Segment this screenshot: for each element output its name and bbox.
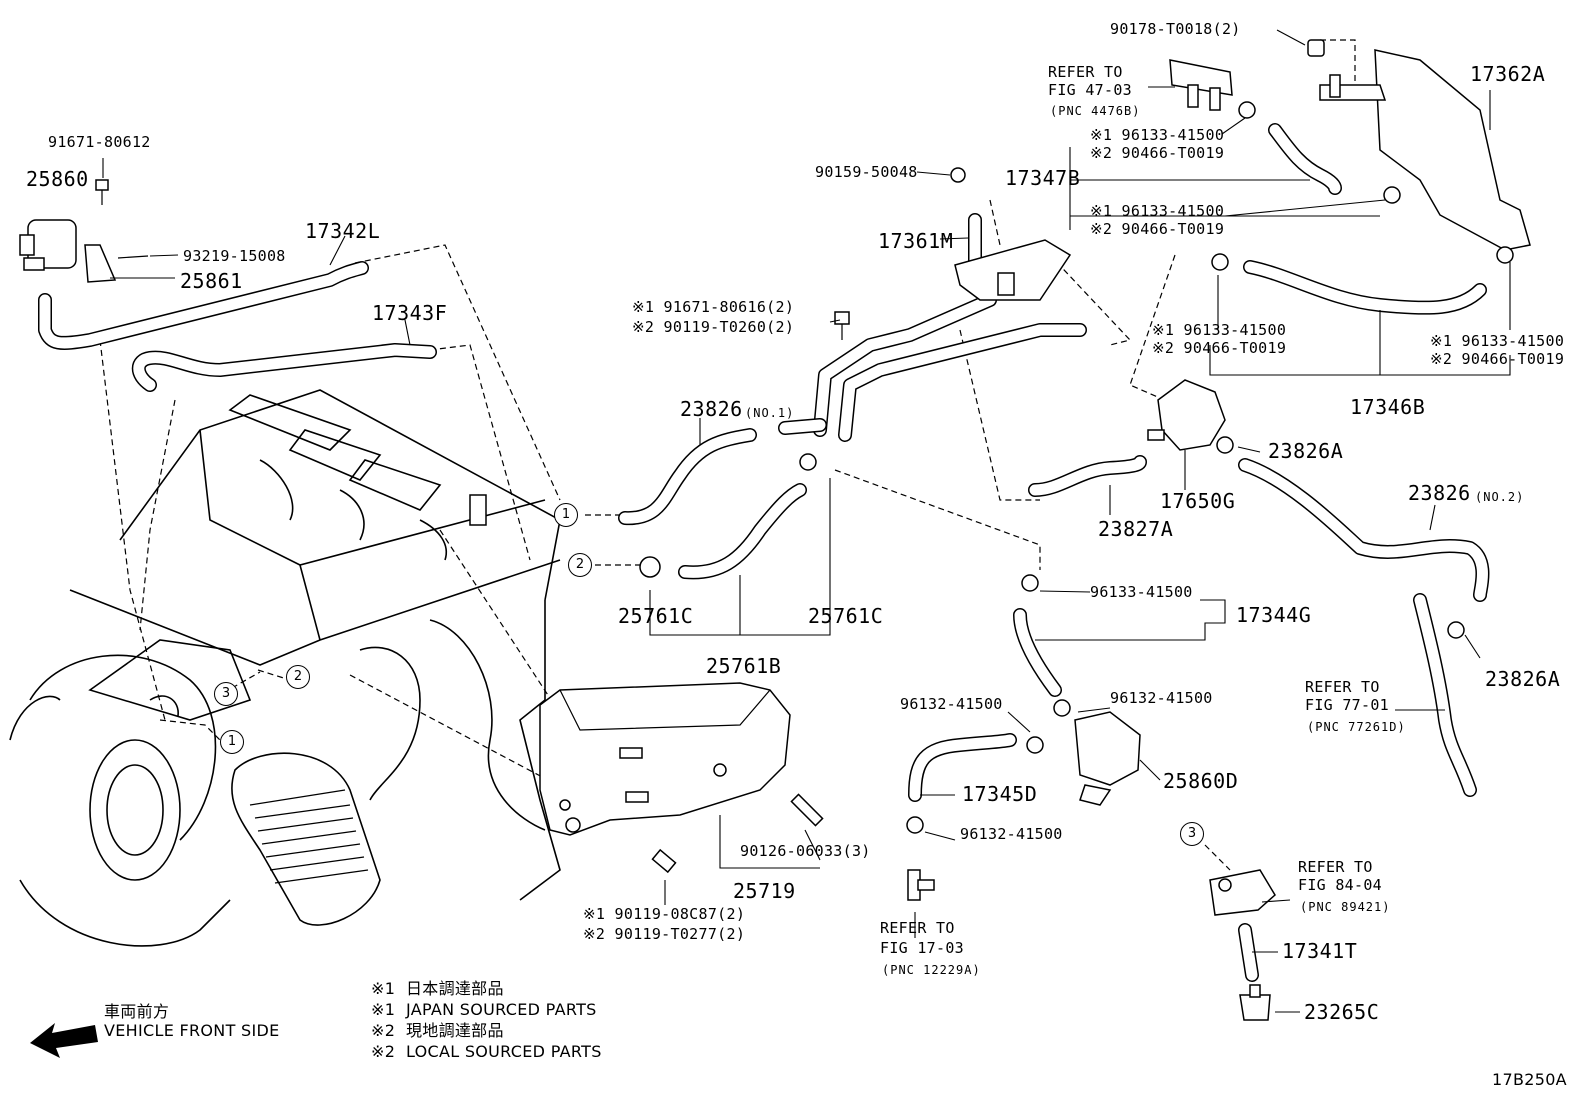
legend-row-1: ※1 日本調達部品 [371, 979, 504, 998]
vehicle-front-en: VEHICLE FRONT SIDE [104, 1021, 280, 1040]
label-refer-77-01-line1: REFER TO [1305, 678, 1380, 696]
label-m1-96133-b: ※1 96133-41500 [1090, 202, 1225, 220]
label-no1: (NO.1) [745, 406, 795, 420]
label-refer-84-04-line1: REFER TO [1298, 858, 1373, 876]
hoses [38, 123, 1490, 982]
label-17344g: 17344G [1236, 603, 1312, 627]
arrow-left-icon [30, 1023, 98, 1058]
label-90159-50048: 90159-50048 [815, 163, 918, 181]
circle-marker-1-hose: 1 [554, 503, 578, 527]
label-90126-06033: 90126-06033(3) [740, 842, 871, 860]
label-m2-90466-d: ※2 90466-T0019 [1430, 350, 1565, 368]
label-96132-41500-a: 96132-41500 [1110, 689, 1213, 707]
label-refer-84-04-line3: (PNC 89421) [1300, 900, 1391, 914]
label-23265c: 23265C [1304, 1000, 1380, 1024]
label-25761c-left: 25761C [618, 604, 694, 628]
label-m2-90466-a: ※2 90466-T0019 [1090, 144, 1225, 162]
label-refer-77-01-line3: (PNC 77261D) [1307, 720, 1406, 734]
label-refer-17-03-line2: FIG 17-03 [880, 939, 964, 957]
label-96133-41500-17344: 96133-41500 [1090, 583, 1193, 601]
label-23826a-lower: 23826A [1485, 667, 1561, 691]
label-25719: 25719 [733, 879, 796, 903]
label-refer-47-03-line2: FIG 47-03 [1048, 81, 1132, 99]
circle-marker-1-engine: 1 [220, 730, 244, 754]
legend: ※1 日本調達部品 ※1 JAPAN SOURCED PARTS ※2 現地調達… [371, 980, 602, 1061]
label-m1-96133-a: ※1 96133-41500 [1090, 126, 1225, 144]
label-17343f: 17343F [372, 301, 448, 325]
label-17362a: 17362A [1470, 62, 1546, 86]
label-m2-90466-c: ※2 90466-T0019 [1152, 339, 1287, 357]
label-23826-no2: 23826 [1408, 481, 1471, 505]
label-m2-90119-t0260: ※2 90119-T0260(2) [632, 318, 795, 336]
label-refer-17-03-line1: REFER TO [880, 919, 955, 937]
label-23826a-upper: 23826A [1268, 439, 1344, 463]
label-96132-41500-b: 96132-41500 [900, 695, 1003, 713]
label-17650g: 17650G [1160, 489, 1236, 513]
label-refer-84-04-line2: FIG 84-04 [1298, 876, 1382, 894]
circle-marker-2-hose: 2 [568, 553, 592, 577]
label-m2-90119-t0277: ※2 90119-T0277(2) [583, 925, 746, 943]
label-25761b: 25761B [706, 654, 782, 678]
leader-lines [102, 29, 1511, 1013]
label-25860: 25860 [26, 167, 89, 191]
engine-block [9, 389, 561, 947]
label-m1-91671-80616: ※1 91671-80616(2) [632, 298, 795, 316]
circle-marker-2-engine: 2 [286, 665, 310, 689]
label-93219-15008: 93219-15008 [183, 247, 286, 265]
circle-marker-3-engine: 3 [214, 682, 238, 706]
label-17347b: 17347B [1005, 166, 1081, 190]
label-m1-96133-d: ※1 96133-41500 [1430, 332, 1565, 350]
parts [19, 39, 1531, 1021]
label-17346b: 17346B [1350, 395, 1426, 419]
label-96132-41500-c: 96132-41500 [960, 825, 1063, 843]
legend-row-4: ※2 LOCAL SOURCED PARTS [371, 1042, 602, 1061]
label-25761c-right: 25761C [808, 604, 884, 628]
label-90178-t0018: 90178-T0018(2) [1110, 20, 1241, 38]
label-17341t: 17341T [1282, 939, 1358, 963]
circle-marker-3-sensor: 3 [1180, 822, 1204, 846]
label-17345d: 17345D [962, 782, 1038, 806]
vehicle-front-jp: 車両前方 [104, 1002, 170, 1021]
label-23826-no1: 23826 [680, 397, 743, 421]
label-no2: (NO.2) [1475, 490, 1525, 504]
label-23827a: 23827A [1098, 517, 1174, 541]
label-m1-90119-08c87: ※1 90119-08C87(2) [583, 905, 746, 923]
label-m2-90466-b: ※2 90466-T0019 [1090, 220, 1225, 238]
label-91671-80612: 91671-80612 [48, 133, 151, 151]
label-17361m: 17361M [878, 229, 954, 253]
label-refer-77-01-line2: FIG 77-01 [1305, 696, 1389, 714]
legend-row-3: ※2 現地調達部品 [371, 1021, 504, 1040]
legend-row-2: ※1 JAPAN SOURCED PARTS [371, 1000, 597, 1019]
figure-code: 17B250A [1492, 1070, 1567, 1089]
label-refer-47-03-line1: REFER TO [1048, 63, 1123, 81]
label-refer-17-03-line3: (PNC 12229A) [882, 963, 981, 977]
label-25861: 25861 [180, 269, 243, 293]
label-17342l: 17342L [305, 219, 381, 243]
label-refer-47-03-line3: (PNC 4476B) [1050, 104, 1141, 118]
label-25860d: 25860D [1163, 769, 1239, 793]
label-m1-96133-c: ※1 96133-41500 [1152, 321, 1287, 339]
